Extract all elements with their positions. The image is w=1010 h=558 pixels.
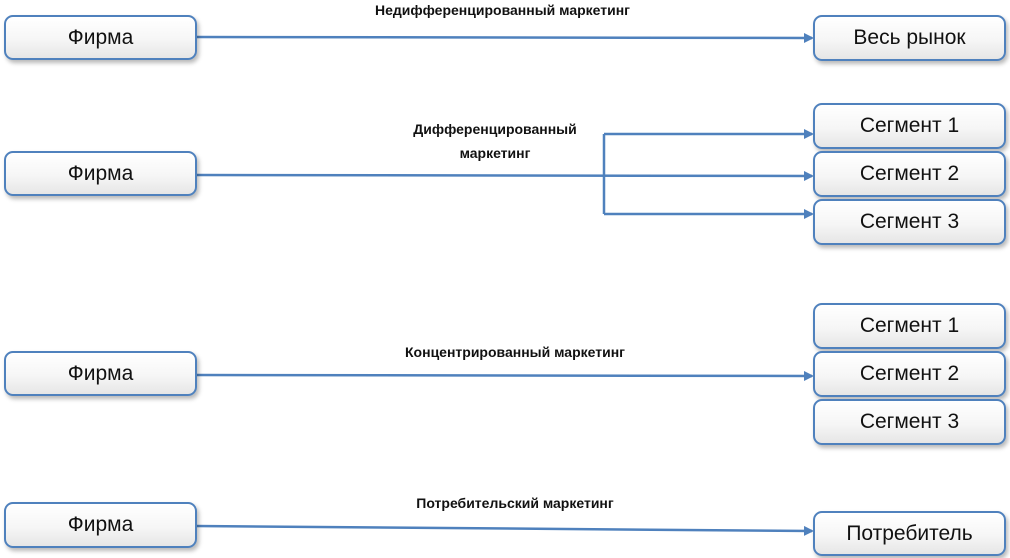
target-row2-segment3: Сегмент 3: [813, 199, 1006, 245]
target-row3-segment1: Сегмент 1: [813, 303, 1006, 349]
label-undifferentiated: Недифференцированный маркетинг: [374, 2, 631, 18]
label-concentrated: Концентрированный маркетинг: [405, 344, 625, 360]
arrow-row2-segment2: [195, 170, 814, 181]
label-consumer: Потребительский маркетинг: [416, 495, 614, 511]
firm-box-row2: Фирма: [4, 151, 197, 196]
label-differentiated-line2: маркетинг: [459, 145, 531, 161]
firm-box-row1: Фирма: [4, 15, 197, 60]
arrow-row4: [195, 524, 814, 536]
target-row3-segment2: Сегмент 2: [813, 351, 1006, 397]
target-consumer: Потребитель: [813, 511, 1006, 556]
target-row2-segment2: Сегмент 2: [813, 151, 1006, 197]
target-row2-segment1: Сегмент 1: [813, 103, 1006, 149]
firm-box-row4: Фирма: [4, 502, 197, 548]
arrow-row1: [195, 32, 814, 43]
arrow-row3: [195, 370, 814, 381]
firm-box-row3: Фирма: [4, 351, 197, 396]
target-whole-market: Весь рынок: [813, 15, 1006, 61]
target-row3-segment3: Сегмент 3: [813, 399, 1006, 445]
label-differentiated-line1: Дифференцированный: [413, 121, 577, 137]
